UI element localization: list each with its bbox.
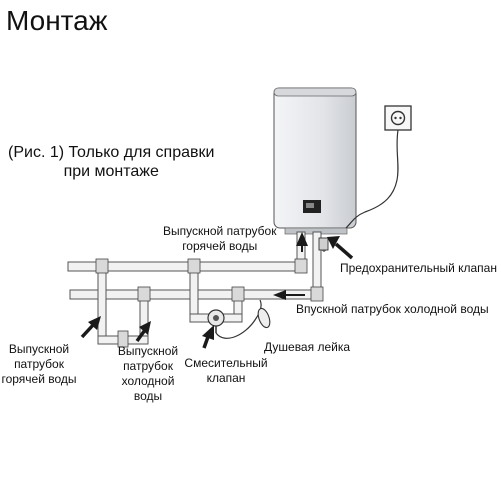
label-cold-outlet-line-3: холодной xyxy=(121,374,175,388)
label-mixing-valve-line-1: Смесительный xyxy=(184,356,268,370)
page-title: Монтаж xyxy=(6,5,108,36)
figure-caption: (Рис. 1) Только для справки при монтаже xyxy=(8,143,214,181)
label-hot-outlet-top-line-2: горячей воды xyxy=(182,239,258,253)
label-hot-outlet-left-line-2: патрубок xyxy=(14,357,64,371)
label-mixing-valve: Смесительный клапан xyxy=(184,356,268,386)
shower-head-icon xyxy=(215,299,271,339)
label-cold-outlet-line-4: воды xyxy=(133,389,163,403)
label-hot-outlet-left: Выпускной патрубок горячей воды xyxy=(1,342,77,387)
pipe-joints xyxy=(95,258,324,348)
caption-line-1: (Рис. 1) Только для справки xyxy=(8,144,215,161)
safety-valve-body xyxy=(318,237,329,252)
arrow-icon xyxy=(80,232,354,349)
label-hot-outlet-top-line-1: Выпускной патрубок xyxy=(163,224,277,238)
mixing-valve-icon xyxy=(207,309,225,333)
power-cable xyxy=(345,129,399,229)
label-cold-outlet-line-2: патрубок xyxy=(123,359,173,373)
power-socket-icon xyxy=(384,105,412,131)
label-cold-inlet: Впускной патрубок холодной воды xyxy=(296,302,489,316)
label-mixing-valve-line-2: клапан xyxy=(206,371,246,385)
label-hot-outlet-left-line-3: горячей воды xyxy=(1,372,77,386)
label-cold-outlet: Выпускной патрубок холодной воды xyxy=(112,344,184,404)
label-hot-outlet-top: Выпускной патрубок горячей воды xyxy=(163,224,276,254)
caption-line-2: при монтаже xyxy=(63,163,159,180)
label-safety-valve: Предохранительный клапан xyxy=(340,261,497,275)
label-cold-outlet-line-1: Выпускной xyxy=(117,344,179,358)
label-hot-outlet-left-line-1: Выпускной xyxy=(8,342,70,356)
water-heater-icon xyxy=(273,87,357,235)
label-shower-head: Душевая лейка xyxy=(264,340,351,354)
